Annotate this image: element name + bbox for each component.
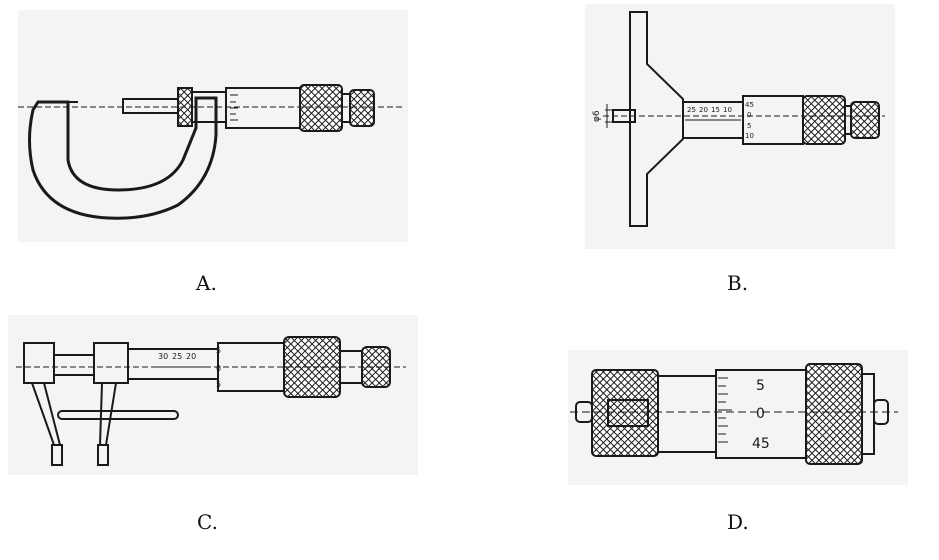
- option-b-label: B.: [727, 271, 749, 295]
- svg-text:5: 5: [216, 380, 221, 389]
- svg-text:15: 15: [711, 106, 720, 114]
- sleeve-scale: 25 20 15 10: [685, 106, 741, 121]
- svg-text:20: 20: [186, 352, 196, 361]
- ratchet-cap: [349, 89, 375, 127]
- svg-text:45: 45: [752, 436, 770, 452]
- option-b-depth-micrometer[interactable]: φ6 25 20 15 10 45 0 5 10: [585, 4, 895, 249]
- micrometer-head-drawing: 5 0 45: [568, 350, 908, 485]
- svg-text:5: 5: [216, 346, 221, 355]
- svg-text:0: 0: [756, 406, 765, 422]
- clamp-arm: [57, 410, 179, 420]
- thimble-graduations: [718, 377, 732, 443]
- thimble-scale: 45 0 5 10: [745, 101, 754, 140]
- right-knurl: [805, 363, 863, 465]
- svg-text:5: 5: [747, 122, 751, 130]
- svg-text:25: 25: [687, 106, 696, 114]
- ratchet-cap: [850, 101, 880, 139]
- ratchet-knurl: [802, 95, 846, 145]
- svg-text:10: 10: [745, 132, 754, 140]
- svg-text:25: 25: [172, 352, 182, 361]
- svg-text:20: 20: [699, 106, 708, 114]
- option-d-micrometer-head[interactable]: 5 0 45: [568, 350, 908, 485]
- outside-micrometer-drawing: [18, 10, 408, 242]
- option-a-label: A.: [196, 271, 217, 295]
- option-a-outside-micrometer[interactable]: [18, 10, 408, 242]
- knurl-window: [607, 399, 649, 427]
- svg-text:10: 10: [723, 106, 732, 114]
- option-d-label: D.: [727, 510, 749, 534]
- svg-text:30: 30: [158, 352, 168, 361]
- thimble-graduations: [230, 94, 238, 121]
- thimble-scale: 5 0 45: [752, 378, 770, 452]
- svg-text:0: 0: [216, 364, 221, 373]
- ratchet-knurl: [299, 84, 343, 132]
- svg-text:45: 45: [745, 101, 754, 109]
- svg-text:0: 0: [747, 111, 751, 119]
- rod-diameter-label: φ6: [592, 110, 602, 122]
- depth-micrometer-drawing: φ6 25 20 15 10 45 0 5 10: [585, 4, 895, 249]
- c-frame: [28, 96, 218, 220]
- thimble-scale: 5 0 5: [216, 346, 221, 389]
- option-c-label: C.: [197, 510, 218, 534]
- option-c-inside-micrometer[interactable]: 30 25 20 5 0 5: [8, 315, 418, 475]
- inside-micrometer-drawing: 30 25 20 5 0 5: [8, 315, 418, 475]
- svg-text:5: 5: [756, 378, 765, 394]
